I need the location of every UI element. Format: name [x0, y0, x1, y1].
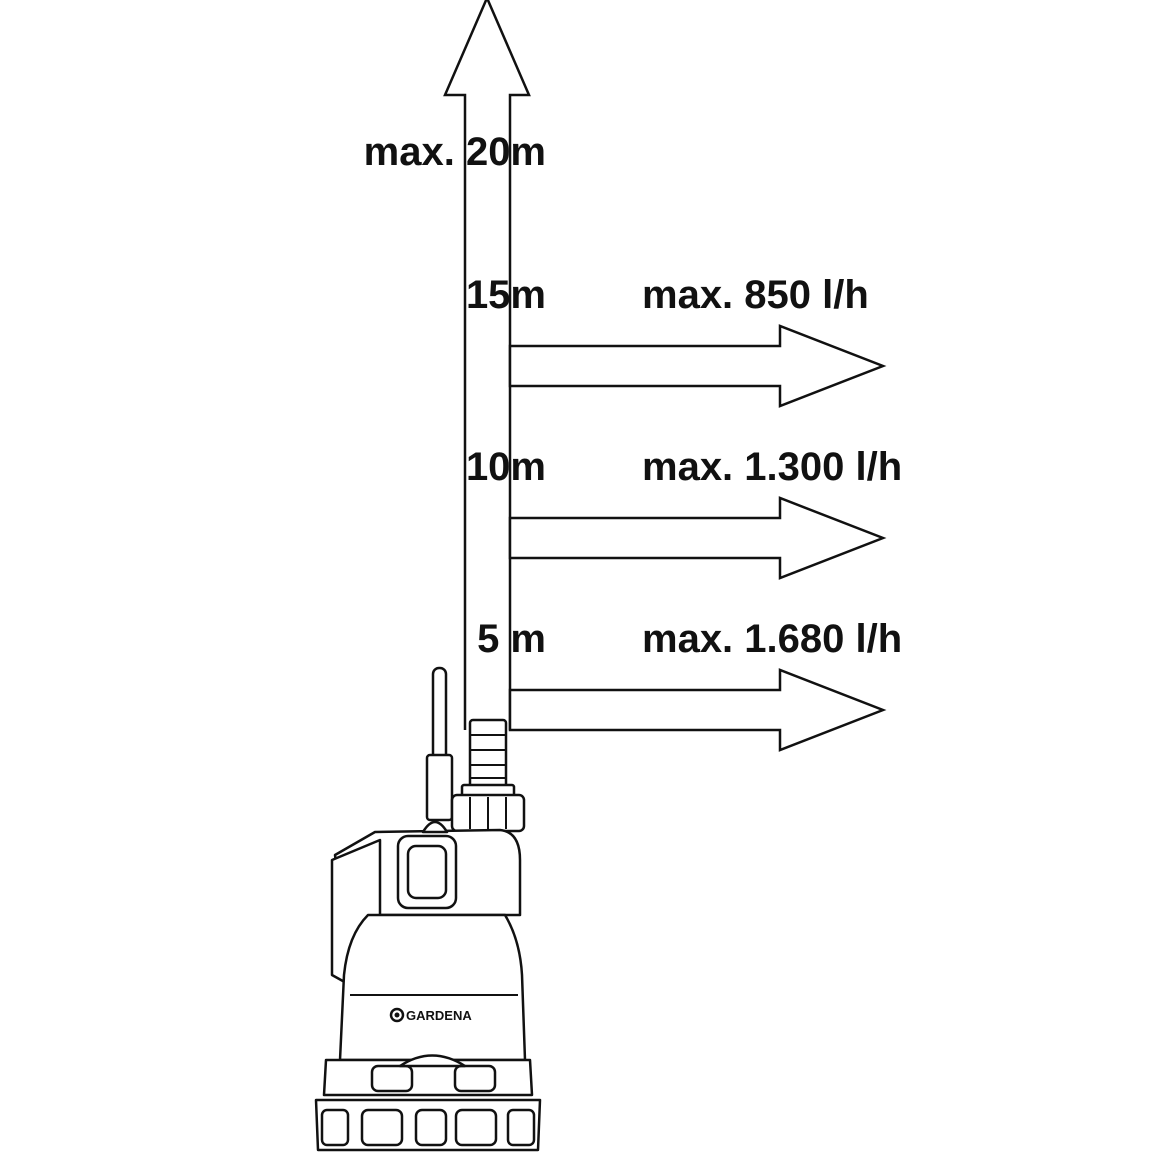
pump-body	[338, 913, 527, 1062]
flow-arrow-5m	[508, 668, 887, 752]
flow-arrow-15m	[508, 324, 887, 408]
height-label-5m: 5 m	[477, 617, 546, 661]
pump-illustration: GARDENA	[314, 666, 542, 1152]
flow-label-10m: max. 1.300 l/h	[642, 445, 902, 489]
height-label-10m: 10m	[466, 445, 546, 489]
flow-label-5m: max. 1.680 l/h	[642, 617, 902, 661]
flow-label-15m: max. 850 l/h	[642, 273, 869, 317]
hose-connector	[450, 718, 526, 833]
gardena-logo: GARDENA	[389, 1007, 472, 1023]
max-height-label: max. 20m	[364, 130, 546, 174]
max-height-arrow	[443, 0, 531, 730]
svg-text:GARDENA: GARDENA	[406, 1008, 472, 1023]
height-label-15m: 15m	[466, 273, 546, 317]
flow-arrow-10m	[508, 496, 887, 580]
